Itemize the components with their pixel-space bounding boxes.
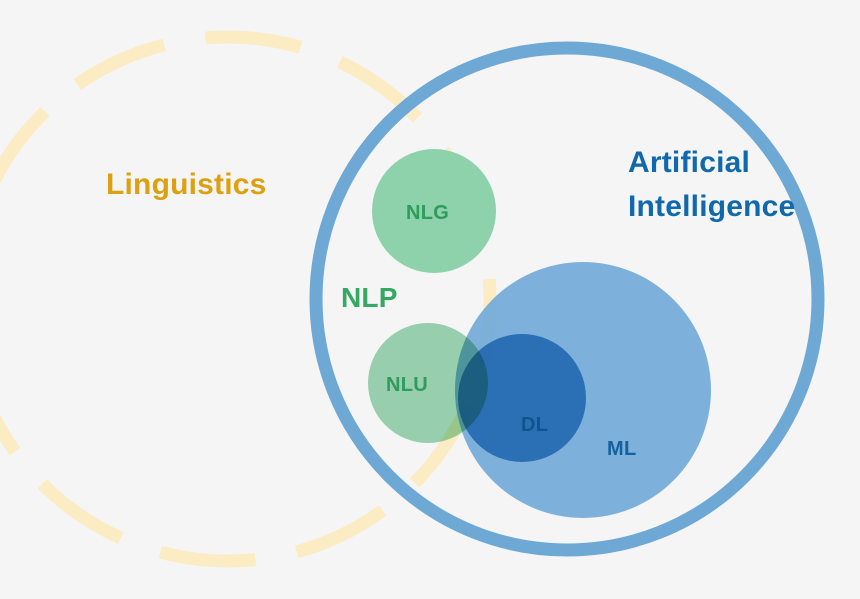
artificial-intelligence-label-line2: Intelligence <box>628 190 795 223</box>
linguistics-circle-outline <box>0 30 497 568</box>
nlp-label: NLP <box>341 282 398 313</box>
nlg-label: NLG <box>406 202 449 224</box>
nlu-circle <box>368 323 488 443</box>
nlu-label: NLU <box>386 374 428 396</box>
artificial-intelligence-label-line1: Artificial <box>628 146 750 179</box>
linguistics-label: Linguistics <box>106 168 267 201</box>
dl-circle <box>458 334 586 462</box>
artificial-intelligence-circle-outline <box>309 41 825 557</box>
nlg-circle <box>372 149 496 273</box>
filled-set-circles <box>368 149 711 518</box>
ml-label: ML <box>607 438 636 460</box>
dl-label: DL <box>521 414 548 436</box>
